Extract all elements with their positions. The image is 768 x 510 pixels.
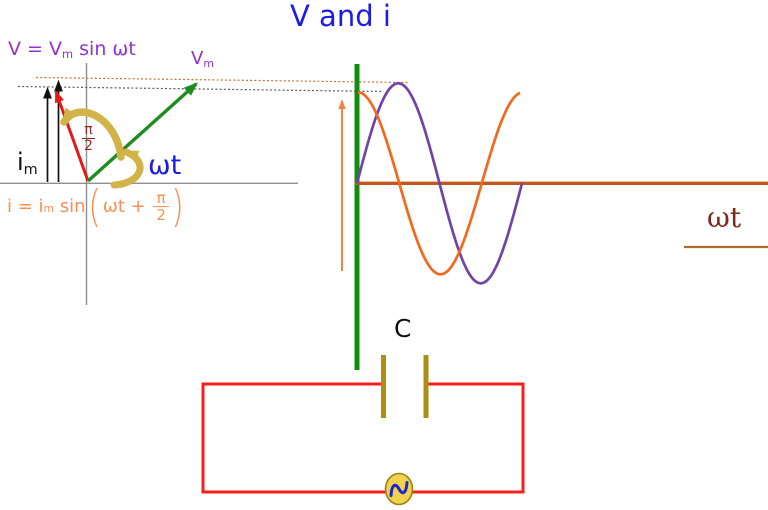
current-eq-sin: sin	[54, 195, 86, 217]
omega-t-angle-label: ωt	[148, 150, 182, 181]
pi-numerator: π	[84, 122, 93, 138]
im-amplitude-guide-dotted-line	[17, 85, 384, 93]
ac-sine-symbol-icon	[389, 481, 409, 497]
current-phasor-arrow	[54, 89, 90, 182]
capacitor-label: C	[394, 314, 412, 343]
current-eq-pi-denominator: 2	[153, 206, 169, 224]
voltage-eq-tail: sin ωt	[73, 38, 136, 60]
vm-label-main: V	[191, 48, 204, 69]
page-title: V and i	[290, 0, 391, 33]
voltage-eq-subscript: m	[62, 47, 74, 62]
voltage-eq-main: V = V	[8, 38, 62, 60]
vm-vector-label: Vm	[191, 48, 214, 71]
current-eq-main: i = i	[7, 195, 44, 217]
im-label-subscript: m	[23, 162, 38, 179]
voltage-sine-wave	[355, 81, 524, 285]
voltage-phasor-arrow	[86, 82, 198, 183]
voltage-equation: V = Vm sin ωt	[8, 38, 136, 62]
current-eq-subscript: m	[43, 202, 55, 216]
current-sine-wave	[357, 90, 521, 276]
circuit-wire-loop	[201, 382, 525, 494]
vm-amplitude-guide-dotted-line	[35, 76, 409, 84]
im-label-main: i	[17, 148, 24, 176]
pi-denominator: 2	[82, 138, 95, 155]
pi-over-2-angle-label: π 2	[82, 122, 95, 155]
current-eq-open-paren: (	[87, 181, 101, 232]
current-eq-pi-numerator: π	[156, 188, 166, 207]
current-eq-close-paren: )	[171, 181, 184, 232]
waveform-x-axis-label: ωt	[707, 201, 742, 234]
pi-over-2-angle-arc-arrow	[60, 107, 125, 161]
current-eq-argument: ωt +	[102, 195, 152, 217]
omega-t-angle-arc-arrow	[110, 148, 144, 189]
vm-label-subscript: m	[203, 57, 214, 71]
im-amplitude-label: im	[17, 148, 38, 177]
